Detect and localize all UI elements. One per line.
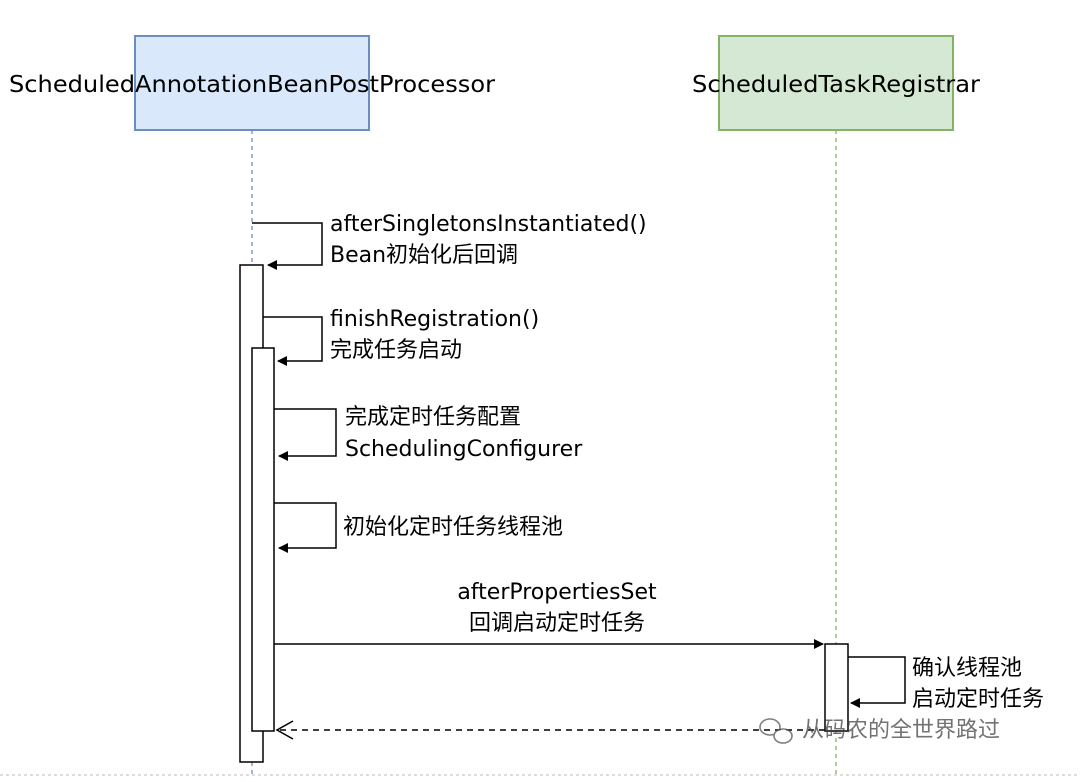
message-after-singletons-line1: afterSingletonsInstantiated() (330, 212, 647, 237)
participant-right-label: ScheduledTaskRegistrar (692, 72, 981, 98)
participant-right-box (718, 35, 954, 131)
message-return (275, 720, 825, 740)
message-after-singletons-arrow (252, 222, 323, 270)
activation-left-inner (251, 347, 275, 732)
message-start-tasks: 确认线程池 启动定时任务 (848, 656, 1044, 712)
message-finish-registration-line1: finishRegistration() (330, 307, 539, 332)
participant-right[interactable]: ScheduledTaskRegistrar (692, 35, 981, 131)
message-configurer-line1: 完成定时任务配置 (345, 405, 521, 430)
message-configurer-arrow (274, 408, 337, 461)
watermark: 从码农的全世界路过 (759, 718, 1000, 744)
message-finish-registration: finishRegistration() 完成任务启动 (263, 307, 539, 366)
participant-left-label: ScheduledAnnotationBeanPostProcessor (9, 72, 496, 98)
message-start-tasks-line2: 启动定时任务 (912, 687, 1044, 712)
message-start-tasks-line1: 确认线程池 (912, 656, 1022, 681)
message-finish-registration-arrow (263, 316, 323, 366)
message-finish-registration-line2: 完成任务启动 (330, 338, 462, 363)
message-init-pool-arrow (274, 502, 337, 553)
activation-right (824, 643, 849, 732)
message-after-singletons-line2: Bean初始化后回调 (330, 243, 518, 268)
message-after-properties-set-line1: afterPropertiesSet (457, 580, 657, 605)
message-configurer-line2: SchedulingConfigurer (345, 437, 583, 462)
message-init-pool-line1: 初始化定时任务线程池 (343, 515, 563, 540)
watermark-text: 从码农的全世界路过 (802, 718, 1000, 743)
wechat-icon (759, 718, 793, 744)
message-init-pool: 初始化定时任务线程池 (274, 502, 563, 553)
message-after-singletons: afterSingletonsInstantiated() Bean初始化后回调 (252, 212, 647, 270)
message-configurer: 完成定时任务配置 SchedulingConfigurer (274, 405, 583, 462)
message-start-tasks-arrow (848, 656, 906, 708)
participant-left[interactable]: ScheduledAnnotationBeanPostProcessor (9, 35, 496, 131)
message-return-arrowhead (275, 720, 294, 740)
message-after-properties-set-line2: 回调启动定时任务 (469, 611, 645, 636)
participant-left-box (134, 35, 370, 131)
message-after-properties-set: afterPropertiesSet 回调启动定时任务 (274, 580, 824, 649)
